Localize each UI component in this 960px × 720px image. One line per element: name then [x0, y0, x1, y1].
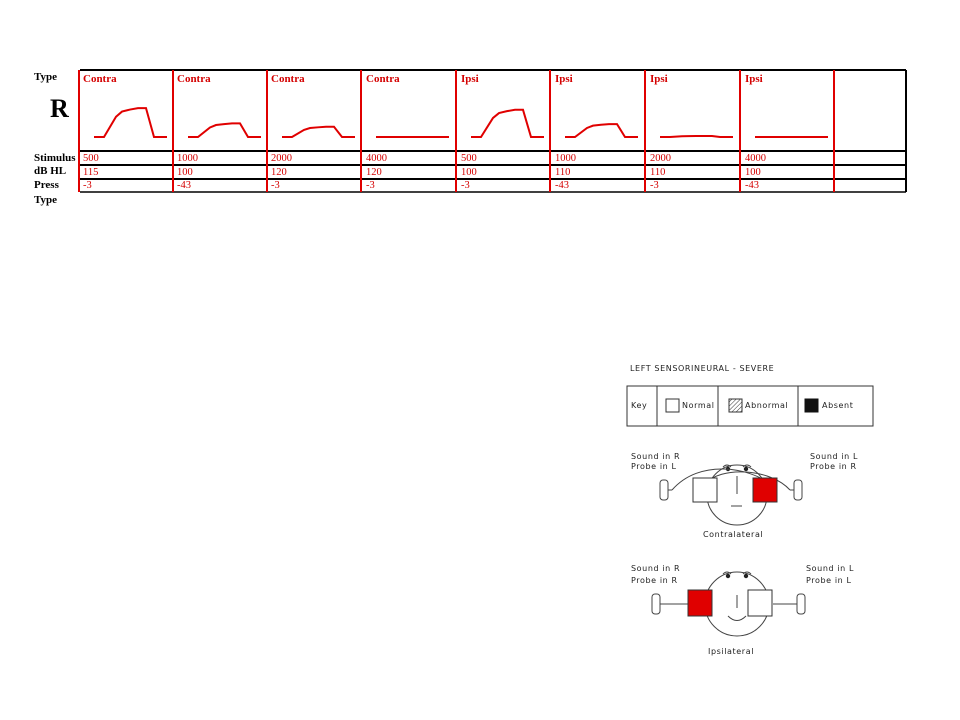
row-label-type: Type: [34, 71, 58, 83]
ipsi-right-sound: Sound in L: [806, 564, 855, 573]
reflex-table-grid: [78, 69, 907, 193]
contra-left-probe: Probe in L: [631, 462, 677, 471]
cell-stimulus: 2000: [650, 153, 671, 164]
cell-press: -43: [555, 180, 569, 191]
reflex-trace: [471, 108, 544, 138]
legend-abnormal-label: Abnormal: [745, 401, 789, 410]
cell-db-hl: 110: [555, 167, 571, 178]
col-type: Contra: [177, 73, 211, 85]
key-label: Key: [631, 401, 648, 410]
col-type: Contra: [271, 73, 305, 85]
cell-db-hl: 110: [650, 167, 666, 178]
ipsi-left-sound: Sound in R: [631, 564, 681, 573]
row-label-press: Press: [34, 179, 59, 191]
headphone-right-icon: [796, 593, 806, 615]
cell-press: -3: [83, 180, 92, 191]
cell-press: -3: [650, 180, 659, 191]
legend-absent-label: Absent: [822, 401, 854, 410]
cell-stimulus: 2000: [271, 153, 292, 164]
headphone-right-icon: [793, 479, 803, 501]
ipsi-abnormal-box: [687, 589, 713, 617]
cell-db-hl: 100: [461, 167, 477, 178]
reflex-pattern-diagram: LEFT SENSORINEURAL - SEVERE Key Normal A…: [620, 358, 880, 663]
col-type: Contra: [366, 73, 400, 85]
reflex-trace: [94, 107, 167, 138]
contra-left-sound: Sound in R: [631, 452, 681, 461]
cell-stimulus: 500: [461, 153, 477, 164]
col-type: Ipsi: [745, 73, 763, 85]
contra-right-sound: Sound in L: [810, 452, 859, 461]
cell-press: -3: [271, 180, 280, 191]
cell-db-hl: 120: [271, 167, 287, 178]
row-label-db-hl: dB HL: [34, 165, 67, 177]
ipsi-normal-box: [747, 589, 773, 617]
cell-db-hl: 115: [83, 167, 99, 178]
reflex-trace: [565, 123, 638, 138]
cell-stimulus: 4000: [745, 153, 766, 164]
reflex-trace: [188, 122, 261, 138]
cell-db-hl: 120: [366, 167, 382, 178]
cell-press: -3: [461, 180, 470, 191]
reflex-trace: [282, 125, 355, 138]
diagram-title: LEFT SENSORINEURAL - SEVERE: [630, 364, 775, 373]
reflex-table: Type R Stimulus dB HL Press Type Contra …: [0, 0, 960, 215]
col-type: Ipsi: [555, 73, 573, 85]
diagram-drawing: [626, 385, 874, 637]
cell-press: -43: [745, 180, 759, 191]
normal-swatch: [665, 398, 680, 413]
headphone-left-icon: [659, 479, 669, 501]
cell-stimulus: 1000: [555, 153, 576, 164]
cell-press: -3: [366, 180, 375, 191]
cell-press: -43: [177, 180, 191, 191]
cell-db-hl: 100: [745, 167, 761, 178]
abnormal-swatch: [728, 398, 743, 413]
reflex-traces: [94, 107, 828, 138]
contra-caption: Contralateral: [703, 530, 764, 539]
absent-swatch: [804, 398, 819, 413]
row-label-stimulus: Stimulus: [34, 152, 76, 164]
legend-normal-label: Normal: [682, 401, 715, 410]
ipsi-right-probe: Probe in L: [806, 576, 852, 585]
col-type: Ipsi: [650, 73, 668, 85]
col-type: Ipsi: [461, 73, 479, 85]
cell-stimulus: 4000: [366, 153, 387, 164]
col-type: Contra: [83, 73, 117, 85]
cell-stimulus: 1000: [177, 153, 198, 164]
row-label-type-bottom: Type: [34, 194, 58, 206]
ear-side-label: R: [50, 94, 69, 123]
ipsi-caption: Ipsilateral: [708, 647, 755, 656]
contra-abnormal-box: [752, 477, 778, 503]
headphone-left-icon: [651, 593, 661, 615]
contra-normal-box: [692, 477, 718, 503]
cell-db-hl: 100: [177, 167, 193, 178]
ipsi-left-probe: Probe in R: [631, 576, 678, 585]
contra-right-probe: Probe in R: [810, 462, 857, 471]
reflex-trace: [660, 134, 733, 138]
cell-stimulus: 500: [83, 153, 99, 164]
